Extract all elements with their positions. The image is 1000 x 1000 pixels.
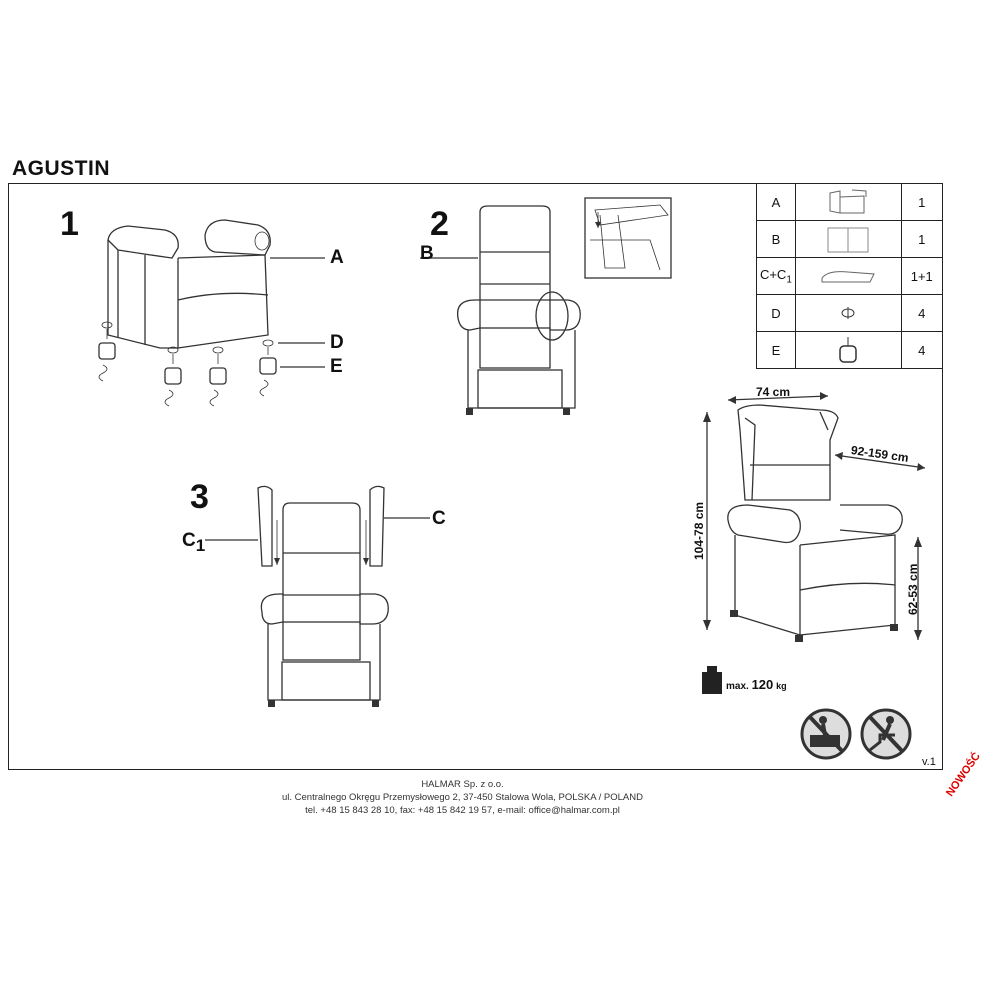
label-c: C (432, 508, 446, 529)
step-number-2: 2 (430, 205, 449, 243)
max-load-unit: kg (776, 681, 787, 691)
footer-company: HALMAR Sp. z o.o. (421, 779, 504, 790)
parts-table: A 1 B 1 C+C1 1+1 D 4 E 4 (756, 183, 944, 369)
backrest-icon (794, 220, 902, 258)
part-qty: 1 (900, 183, 944, 221)
step3-chair-drawing (205, 485, 430, 707)
part-qty: 1+1 (900, 257, 944, 295)
table-row: D 4 (756, 294, 944, 332)
max-load-value: 120 (751, 677, 774, 692)
table-row: B 1 (756, 220, 944, 258)
no-standing-on-seat-icon (800, 708, 852, 760)
step1-armchair-drawing (107, 219, 271, 349)
label-a: A (330, 247, 344, 268)
label-d: D (330, 332, 344, 353)
leg-icon (794, 331, 902, 369)
part-qty: 4 (900, 331, 944, 369)
washer-icon (794, 294, 902, 332)
part-qty: 1 (900, 220, 944, 258)
step-number-1: 1 (60, 205, 79, 243)
label-c1-sub: 1 (195, 535, 206, 555)
dimension-height: 104-78 cm (692, 501, 706, 560)
part-letter: C+C1 (756, 257, 796, 295)
table-row: C+C1 1+1 (756, 257, 944, 295)
table-row: A 1 (756, 183, 944, 221)
weight-icon (702, 666, 722, 694)
no-climbing-icon (860, 708, 912, 760)
step2-chair-drawing (420, 197, 672, 415)
step1-legs-drawing (98, 257, 325, 407)
footer-contact: tel. +48 15 843 28 10, fax: +48 15 842 1… (305, 805, 620, 816)
footer-address: ul. Centralnego Okręgu Przemysłowego 2, … (281, 792, 643, 803)
label-b: B (420, 243, 434, 264)
label-c1: C1 (182, 530, 205, 556)
part-qty: 4 (900, 294, 944, 332)
footer: HALMAR Sp. z o.o. ul. Centralnego Okręgu… (0, 778, 925, 817)
max-load-prefix: max. (726, 681, 749, 692)
version-label: v.1 (922, 756, 936, 768)
part-letter: B (756, 220, 796, 258)
instruction-frame (8, 183, 943, 770)
table-row: E 4 (756, 331, 944, 369)
part-letter: D (756, 294, 796, 332)
part-letter: E (756, 331, 796, 369)
dimension-width: 74 cm (756, 385, 791, 399)
product-title: AGUSTIN (12, 157, 110, 180)
wing-panel-icon (794, 257, 902, 295)
label-c1-letter: C (182, 530, 196, 551)
dimension-seat-height: 62-53 cm (906, 563, 920, 615)
dimension-chair-drawing (703, 392, 926, 642)
step-number-3: 3 (190, 478, 209, 516)
armchair-base-icon (794, 183, 902, 221)
max-load: max. 120 kg (726, 677, 787, 692)
part-letter: A (756, 183, 796, 221)
label-e: E (330, 356, 343, 377)
